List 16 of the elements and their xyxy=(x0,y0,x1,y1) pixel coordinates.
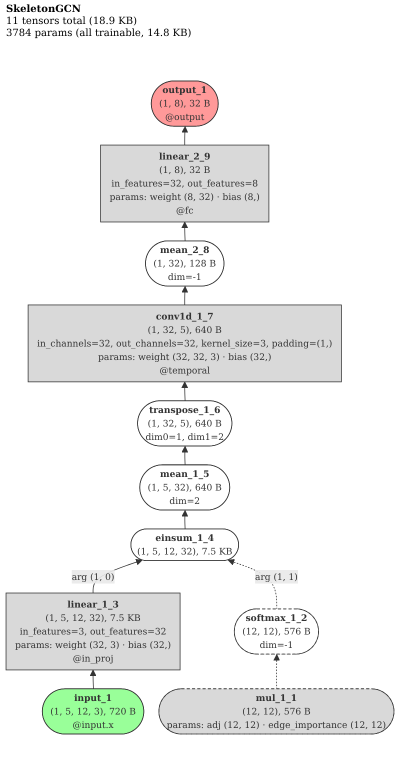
node-box: linear_2_9 (1, 8), 32 B in_features=32, out_features=8 params: weight (8, 32) · bias (8,) @fc xyxy=(100,144,270,222)
arrow xyxy=(182,510,188,530)
edge-label: arg (1, 1) xyxy=(255,572,298,582)
summary-note: 11 tensors total (18.9 KB) xyxy=(6,16,138,28)
node-box: conv1d_1_7 (1, 32, 5), 640 B in_channels=32, out_channels=32, kernel_size=3, padding=(1,) params: weight (32, 32, 3) · bias (32,) @temporal xyxy=(28,304,342,382)
arrow xyxy=(181,222,188,242)
arrow xyxy=(273,654,280,690)
arrow xyxy=(182,126,188,146)
edge-label: arg (1, 0) xyxy=(72,572,114,582)
diagram-title: SkeletonGCN xyxy=(6,4,82,16)
arrow xyxy=(90,670,96,690)
arrow xyxy=(181,382,188,402)
arrow xyxy=(182,286,188,306)
arrow xyxy=(182,446,188,466)
node-box: linear_1_3 (1, 5, 12, 32), 7.5 KB in_features=3, out_features=32 params: weight (32, 3) · bias (32,) @in_proj xyxy=(6,592,180,670)
summary-note: 3784 params (all trainable, 14.8 KB) xyxy=(6,28,192,40)
